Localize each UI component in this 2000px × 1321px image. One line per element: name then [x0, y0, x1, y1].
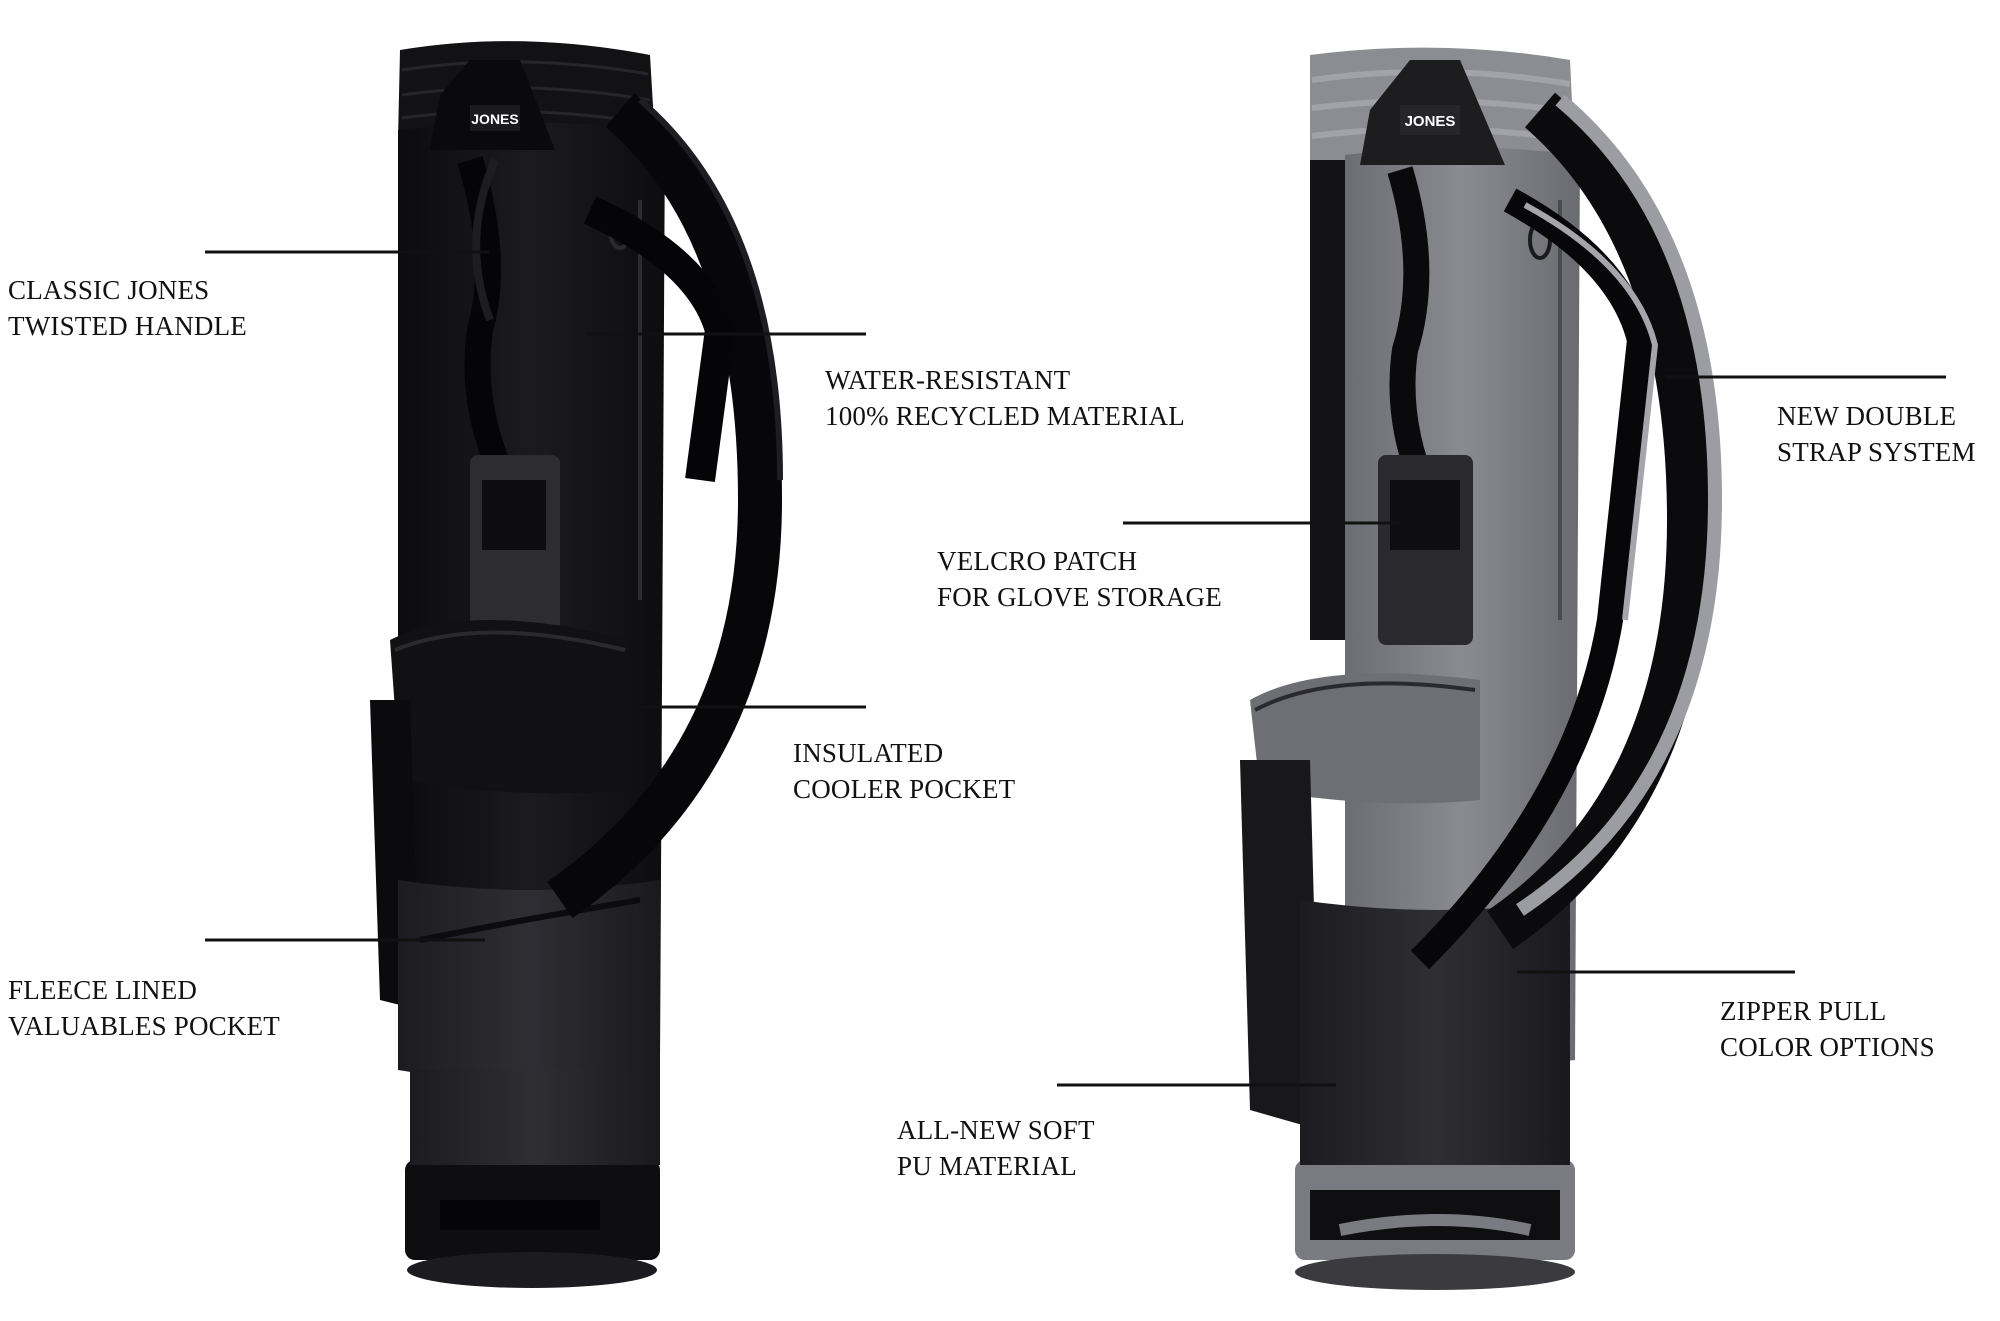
callout-line1: CLASSIC JONES	[8, 275, 210, 305]
callout-lines	[205, 250, 1946, 1087]
callout-label-double-strap: NEW DOUBLE STRAP SYSTEM	[1777, 398, 1976, 470]
callout-line2: PU MATERIAL	[897, 1151, 1077, 1181]
callout-line1: WATER-RESISTANT	[825, 365, 1071, 395]
callout-line2: FOR GLOVE STORAGE	[937, 582, 1222, 612]
callout-line1: ALL-NEW SOFT	[897, 1115, 1095, 1145]
callout-line1: INSULATED	[793, 738, 944, 768]
callout-label-velcro-patch: VELCRO PATCH FOR GLOVE STORAGE	[937, 543, 1222, 615]
grey-golf-bag: JONES	[1240, 47, 1723, 1290]
callout-line2: STRAP SYSTEM	[1777, 437, 1976, 467]
jones-logo: JONES	[1405, 113, 1456, 130]
callout-line2: TWISTED HANDLE	[8, 311, 247, 341]
callout-line2: VALUABLES POCKET	[8, 1011, 280, 1041]
callout-label-twisted-handle: CLASSIC JONES TWISTED HANDLE	[8, 272, 247, 344]
callout-line1: ZIPPER PULL	[1720, 996, 1887, 1026]
callout-line1: FLEECE LINED	[8, 975, 198, 1005]
callout-line2: 100% RECYCLED MATERIAL	[825, 401, 1185, 431]
jones-logo: JONES	[471, 111, 518, 127]
callout-line1: VELCRO PATCH	[937, 546, 1138, 576]
callout-line2: COOLER POCKET	[793, 774, 1016, 804]
black-golf-bag: JONES	[370, 41, 783, 1288]
callout-label-cooler-pocket: INSULATED COOLER POCKET	[793, 735, 1015, 807]
callout-line2: COLOR OPTIONS	[1720, 1032, 1935, 1062]
callout-label-zipper-pull: ZIPPER PULL COLOR OPTIONS	[1720, 993, 1935, 1065]
callout-label-recycled-material: WATER-RESISTANT 100% RECYCLED MATERIAL	[825, 362, 1185, 434]
callout-line1: NEW DOUBLE	[1777, 401, 1957, 431]
callout-label-valuables-pocket: FLEECE LINED VALUABLES POCKET	[8, 972, 280, 1044]
callout-label-pu-material: ALL-NEW SOFT PU MATERIAL	[897, 1112, 1095, 1184]
